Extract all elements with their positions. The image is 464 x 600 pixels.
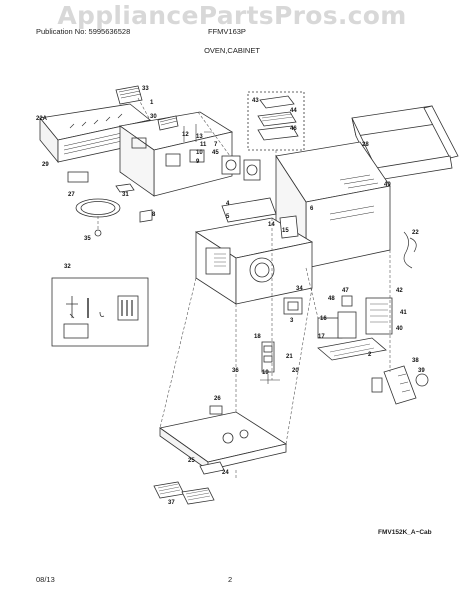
callout-38: 38	[412, 358, 419, 364]
grease-filter-part	[153, 481, 215, 505]
turntable-part	[67, 171, 153, 237]
magnetron-part	[317, 295, 393, 361]
callout-21: 21	[286, 354, 293, 360]
blower-motor-part	[221, 155, 261, 181]
callout-20: 20	[292, 368, 299, 374]
page-number: 2	[228, 575, 233, 584]
callout-3: 3	[290, 318, 294, 324]
callout-26: 26	[214, 396, 221, 402]
callout-22a: 22A	[36, 116, 48, 122]
callout-32: 32	[64, 264, 71, 270]
hardware-kit-part	[51, 277, 149, 347]
callout-10: 10	[196, 150, 203, 156]
callout-27: 27	[68, 192, 75, 198]
callout-13: 13	[196, 134, 203, 140]
base-plate-part	[159, 405, 288, 475]
door-switch-part	[260, 297, 303, 384]
callout-24: 24	[222, 470, 229, 476]
callout-11: 11	[200, 142, 207, 148]
callout-48: 48	[328, 296, 335, 302]
filter-box-part	[247, 91, 305, 151]
callout-7: 7	[214, 142, 218, 148]
callout-16: 16	[320, 316, 327, 322]
footer-date: 08/13	[36, 575, 55, 584]
callout-12: 12	[182, 132, 189, 138]
construction-lines	[97, 97, 391, 480]
callout-35: 35	[84, 236, 91, 242]
callout-22: 22	[412, 230, 419, 236]
callout-33: 33	[142, 86, 149, 92]
cabinet-top-part	[118, 111, 234, 197]
callout-5: 5	[226, 214, 230, 220]
vent-grille-part	[115, 85, 143, 105]
mounting-plate-part	[351, 105, 459, 187]
callout-49: 49	[384, 182, 391, 188]
callout-37-bottom: 37	[168, 500, 175, 506]
callout-14: 14	[268, 222, 275, 228]
callout-8: 8	[152, 212, 156, 218]
callout-1: 1	[150, 100, 154, 106]
callout-15: 15	[282, 228, 289, 234]
callout-41: 41	[400, 310, 407, 316]
section-title: OVEN,CABINET	[204, 46, 260, 55]
callout-43: 43	[252, 98, 259, 104]
callout-40: 40	[396, 326, 403, 332]
outer-cabinet-part	[275, 141, 391, 270]
callout-4: 4	[226, 201, 230, 207]
watermark: AppliancePartsPros.com	[57, 1, 407, 30]
model-number: FFMV163P	[208, 27, 246, 36]
callout-17: 17	[318, 334, 325, 340]
oven-cavity-part	[194, 197, 314, 305]
capacitor-part	[371, 365, 429, 405]
figure-reference: FMV152K_A~Cab	[378, 529, 432, 536]
wire-harness-part	[403, 231, 417, 269]
callout-44: 44	[290, 108, 297, 114]
callout-47: 47	[342, 288, 349, 294]
callout-46: 46	[290, 126, 297, 132]
callout-28: 28	[362, 142, 369, 148]
callout-18: 18	[254, 334, 261, 340]
callout-25: 25	[188, 458, 195, 464]
callout-36: 36	[232, 368, 239, 374]
callout-29: 29	[42, 162, 49, 168]
callout-45: 45	[212, 150, 219, 156]
publication-number: Publication No: 5995636528	[36, 27, 131, 36]
callout-39: 39	[418, 368, 425, 374]
callout-19: 19	[262, 370, 269, 376]
callout-42: 42	[396, 288, 403, 294]
callout-6: 6	[310, 206, 314, 212]
callout-2: 2	[368, 352, 372, 358]
callout-31: 31	[122, 192, 129, 198]
callout-34: 34	[296, 286, 303, 292]
callout-9: 9	[196, 159, 200, 165]
callout-30: 30	[150, 114, 157, 120]
